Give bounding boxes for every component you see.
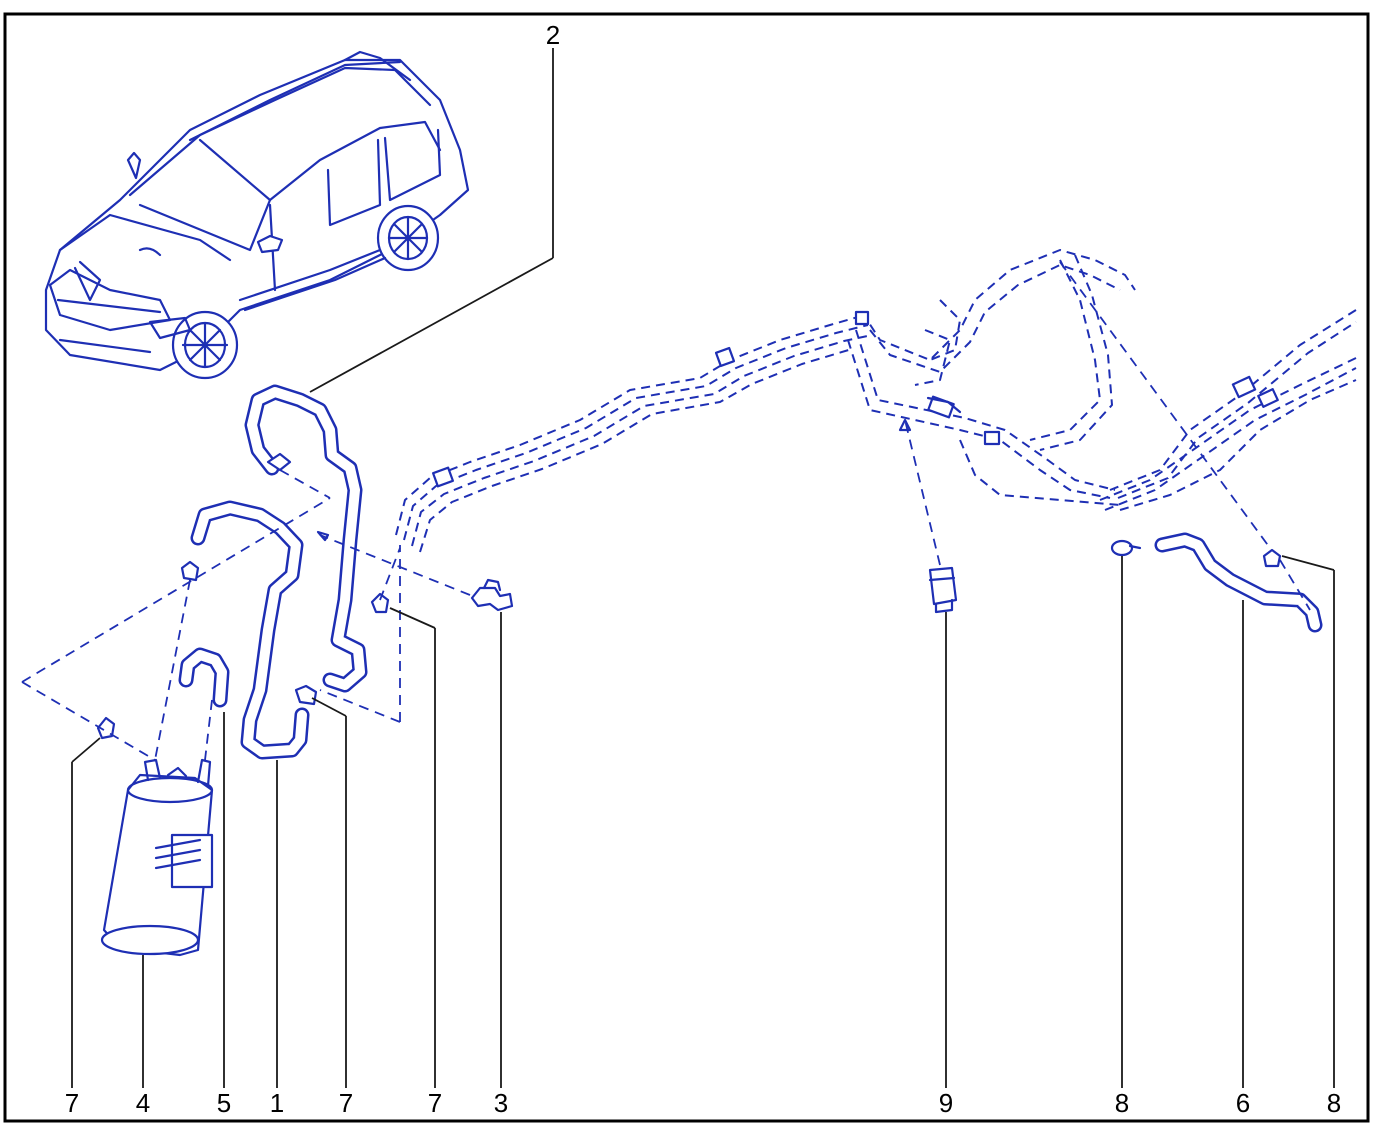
callout-7-clip-mid: 7: [339, 1088, 353, 1118]
callout-1: 1: [270, 1088, 284, 1118]
part-7-clip-right: [370, 592, 390, 614]
callout-8-left: 8: [1115, 1088, 1129, 1118]
part-5-hose: [178, 647, 230, 708]
callout-5: 5: [217, 1088, 231, 1118]
leader-lines: [71, 48, 1335, 1088]
part-9-valve: [928, 566, 958, 614]
part-6-hose: [1154, 532, 1323, 633]
part-2-hose: [244, 384, 368, 693]
clip-upper-left: [180, 560, 200, 582]
part-7-clip-mid: [294, 684, 318, 706]
callout-4: 4: [136, 1088, 150, 1118]
callout-labels: 2 7 4 5 1 7 7 3 9 8 6 8: [65, 20, 1341, 1118]
part-1-hose: [190, 500, 310, 760]
callout-3: 3: [494, 1088, 508, 1118]
part-7-clip-left: [96, 716, 116, 740]
callout-8-right: 8: [1327, 1088, 1341, 1118]
vehicle-illustration: [44, 50, 470, 380]
callout-7-clip-right: 7: [428, 1088, 442, 1118]
callout-6: 6: [1236, 1088, 1250, 1118]
callout-7-clip-left: 7: [65, 1088, 79, 1118]
part-8-clip-right: [1262, 548, 1282, 568]
part-8-clip-left: [1110, 539, 1142, 557]
diagram-frame: [3, 12, 1370, 1123]
callout-2: 2: [546, 20, 560, 50]
assembly-guide-lines: [21, 261, 1311, 761]
part-4-canister: [100, 758, 214, 957]
vapor-line-bundle: [395, 249, 1357, 553]
callout-9: 9: [939, 1088, 953, 1118]
part-3-bracket: [470, 578, 514, 612]
